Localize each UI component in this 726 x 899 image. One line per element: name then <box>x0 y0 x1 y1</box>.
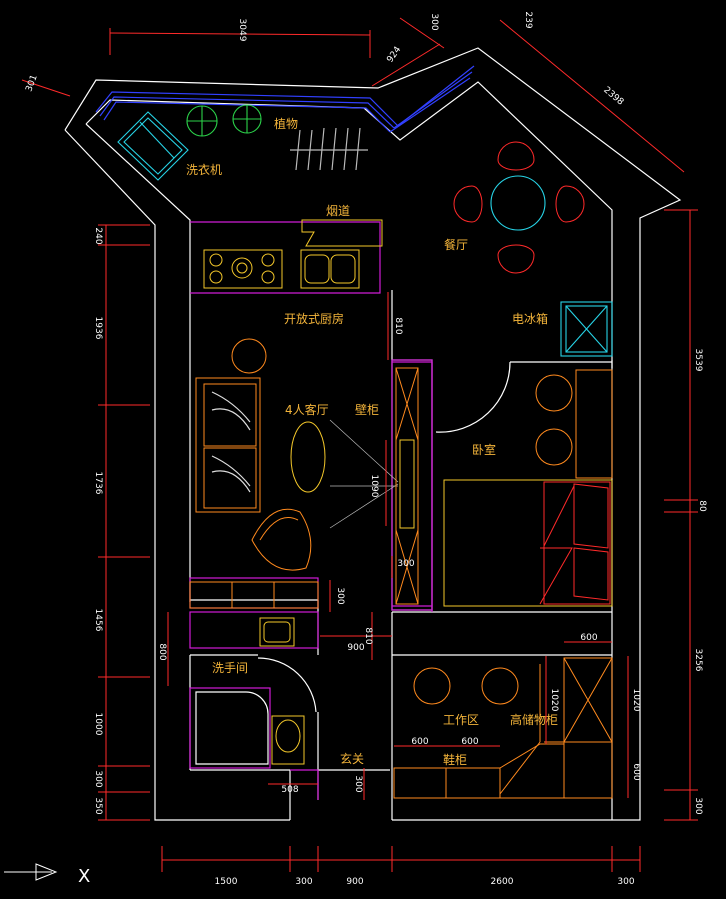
dim-diag-right: 2398 <box>601 85 625 108</box>
dim-tv-wall: 1090 <box>369 475 379 498</box>
fridge <box>560 301 613 357</box>
dim-left-3: 1736 <box>93 472 103 495</box>
dim-entry-300: 300 <box>353 775 363 792</box>
outer-walls <box>64 47 682 821</box>
drying-rack <box>290 127 368 171</box>
bedroom-furniture <box>435 361 613 607</box>
dim-top-right-b: 239 <box>523 11 533 28</box>
dim-right-600: 600 <box>631 763 641 780</box>
dim-wc-508: 508 <box>281 785 298 795</box>
dim-corridor-900: 900 <box>347 643 364 653</box>
dining-set <box>453 141 585 274</box>
dim-shoe-600-b: 600 <box>461 737 478 747</box>
dim-wash-800: 800 <box>157 643 167 660</box>
dim-kitchen-gap: 810 <box>393 317 403 334</box>
label-tall-cabinet: 高储物柜 <box>510 712 558 727</box>
dim-left-5: 1000 <box>93 713 103 736</box>
dim-closet-300: 300 <box>397 559 414 569</box>
dim-balcony-edge: 924 <box>385 45 403 65</box>
dimension-lines <box>21 17 698 872</box>
label-fridge: 电冰箱 <box>512 311 548 326</box>
dim-corridor-810: 810 <box>363 627 373 644</box>
dim-tall-1020-b: 1020 <box>631 689 641 712</box>
dim-shoe-600-a: 600 <box>411 737 428 747</box>
dim-right-1: 3539 <box>693 349 703 372</box>
dim-bottom-1: 1500 <box>215 877 238 887</box>
built-ins <box>189 221 433 800</box>
label-plants: 植物 <box>274 116 298 131</box>
dim-left-small: 301 <box>24 74 39 94</box>
dim-bottom-2: 300 <box>295 877 312 887</box>
label-wall-cabinet: 壁柜 <box>355 402 379 417</box>
dim-left-6: 300 <box>93 770 103 787</box>
dim-tall-1020-a: 1020 <box>549 689 559 712</box>
label-entrance: 玄关 <box>340 751 364 766</box>
label-kitchen: 开放式厨房 <box>284 311 344 326</box>
dim-wash-300: 300 <box>335 587 345 604</box>
storage-unit <box>189 581 319 609</box>
label-washer: 洗衣机 <box>186 162 222 177</box>
label-dining: 餐厅 <box>444 237 468 252</box>
dim-tall-600: 600 <box>580 633 597 643</box>
washroom-fixtures <box>195 617 317 765</box>
kitchen-counter <box>203 219 383 289</box>
label-flue: 烟道 <box>326 204 350 218</box>
dim-bottom-3: 900 <box>346 877 363 887</box>
axis-label: X <box>78 866 90 887</box>
label-bedroom: 卧室 <box>472 442 496 457</box>
dim-bottom-4: 2600 <box>491 877 514 887</box>
label-washroom: 洗手间 <box>212 661 248 675</box>
dim-left-7: 350 <box>93 797 103 814</box>
label-shoe-cabinet: 鞋柜 <box>443 752 467 767</box>
dim-left-2: 1936 <box>93 317 103 340</box>
dim-bottom-5: 300 <box>617 877 634 887</box>
dim-right-3: 3256 <box>693 649 703 672</box>
washing-machine <box>117 111 189 181</box>
dim-left-1: 240 <box>93 227 103 244</box>
dim-top-width: 3049 <box>237 19 247 42</box>
wardrobe <box>395 367 419 605</box>
balcony-railing <box>95 65 475 133</box>
axis-marker: X <box>4 863 90 887</box>
dim-left-4: 1456 <box>93 609 103 632</box>
work-area <box>393 657 613 799</box>
plants <box>186 104 262 137</box>
dim-right-2: 80 <box>697 500 707 512</box>
label-workspace: 工作区 <box>443 713 479 727</box>
dim-right-4: 300 <box>693 797 703 814</box>
dim-top-right-a: 300 <box>429 13 439 30</box>
living-furniture <box>195 338 415 571</box>
label-living: 4人客厅 <box>285 402 329 417</box>
